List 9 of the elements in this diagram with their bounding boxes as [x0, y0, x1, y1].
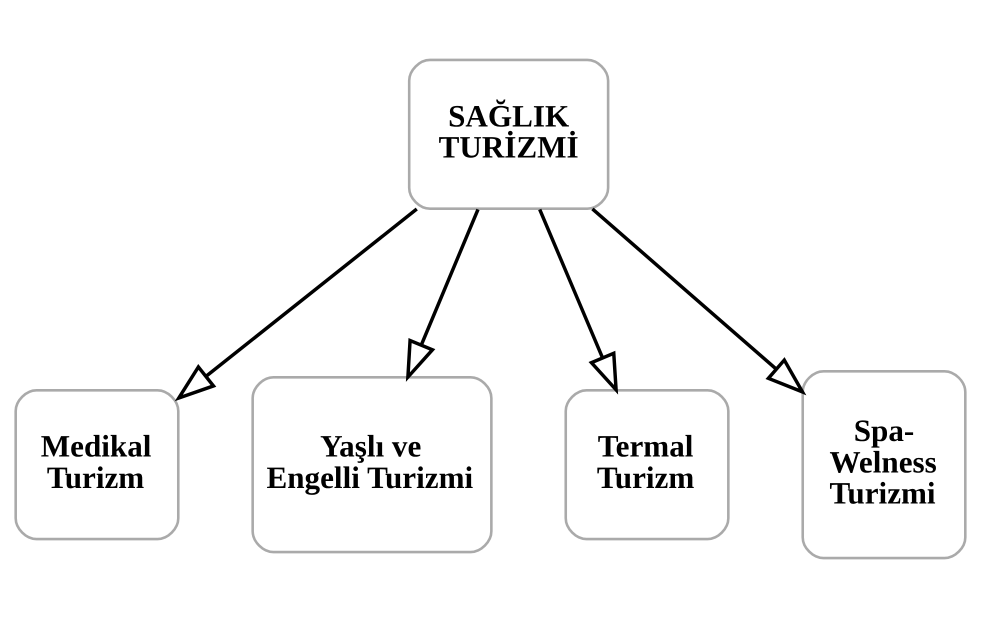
- arrow: [406, 208, 480, 382]
- arrow: [591, 207, 806, 395]
- node-box: Yaşlı ve Engelli Turizmi: [251, 376, 493, 553]
- node-box: SAĞLIK TURİZMİ: [408, 58, 610, 210]
- node-box: Spa- Welness Turizmi: [801, 369, 967, 559]
- arrow: [174, 207, 418, 401]
- node-box: Medikal Turizm: [14, 388, 180, 540]
- arrow: [538, 208, 618, 394]
- node-box: Termal Turizm: [564, 388, 730, 540]
